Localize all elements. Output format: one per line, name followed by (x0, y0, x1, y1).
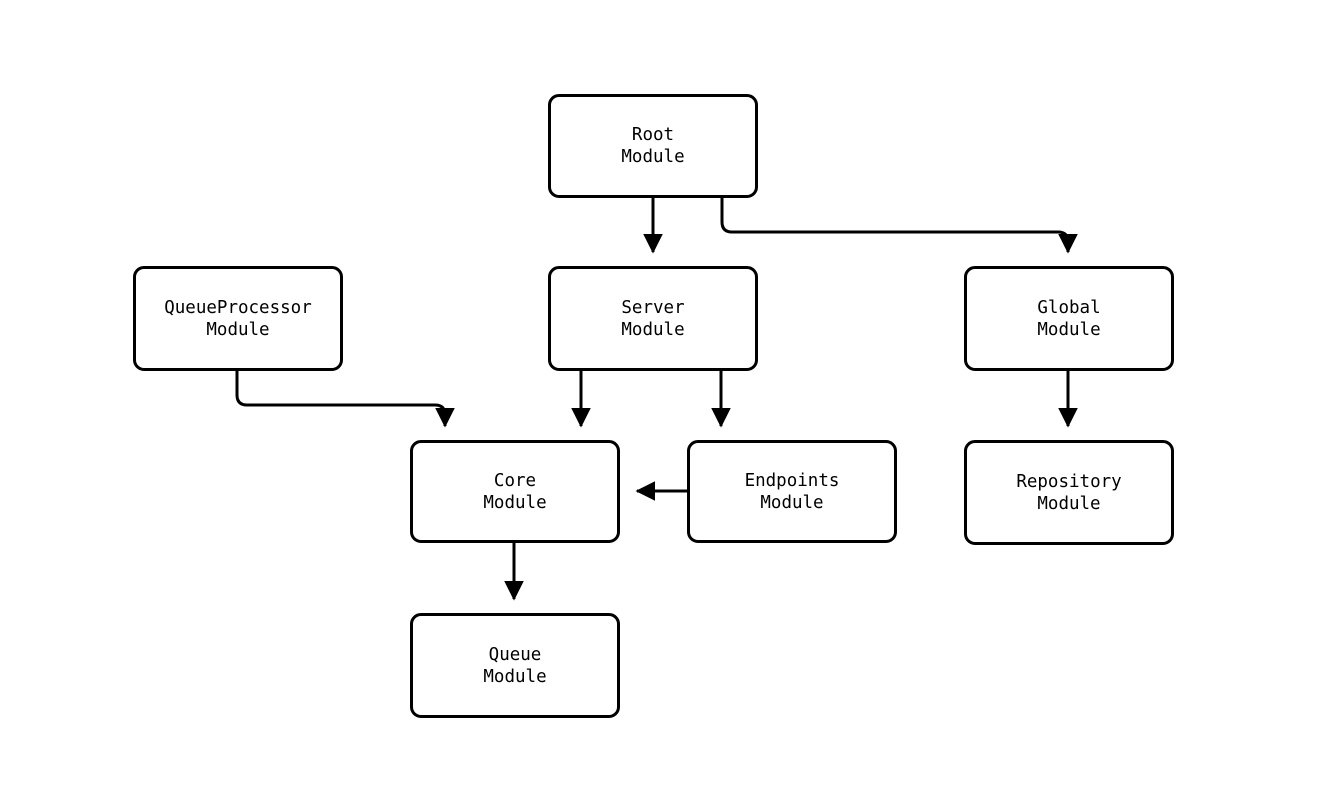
node-root-module-label: Root Module (621, 125, 685, 167)
node-core-module[interactable]: Core Module (410, 440, 620, 543)
node-root-module[interactable]: Root Module (548, 94, 758, 198)
node-repository-module-label: Repository Module (1016, 471, 1122, 514)
node-global-module-label: Global Module (1037, 297, 1101, 340)
node-core-module-label: Core Module (483, 470, 547, 513)
node-queue-module[interactable]: Queue Module (410, 613, 620, 718)
node-queueprocessor-module[interactable]: QueueProcessor Module (133, 266, 343, 371)
edge-queueprocessor-to-core (235, 371, 455, 428)
node-queue-module-label: Queue Module (483, 644, 547, 687)
edge-root-to-global (720, 198, 1078, 254)
node-queueprocessor-module-label: QueueProcessor Module (164, 297, 312, 340)
node-server-module[interactable]: Server Module (548, 266, 758, 371)
node-repository-module[interactable]: Repository Module (964, 440, 1174, 545)
node-endpoints-module[interactable]: Endpoints Module (687, 440, 897, 543)
node-endpoints-module-label: Endpoints Module (744, 470, 840, 513)
node-server-module-label: Server Module (621, 297, 685, 340)
node-global-module[interactable]: Global Module (964, 266, 1174, 371)
